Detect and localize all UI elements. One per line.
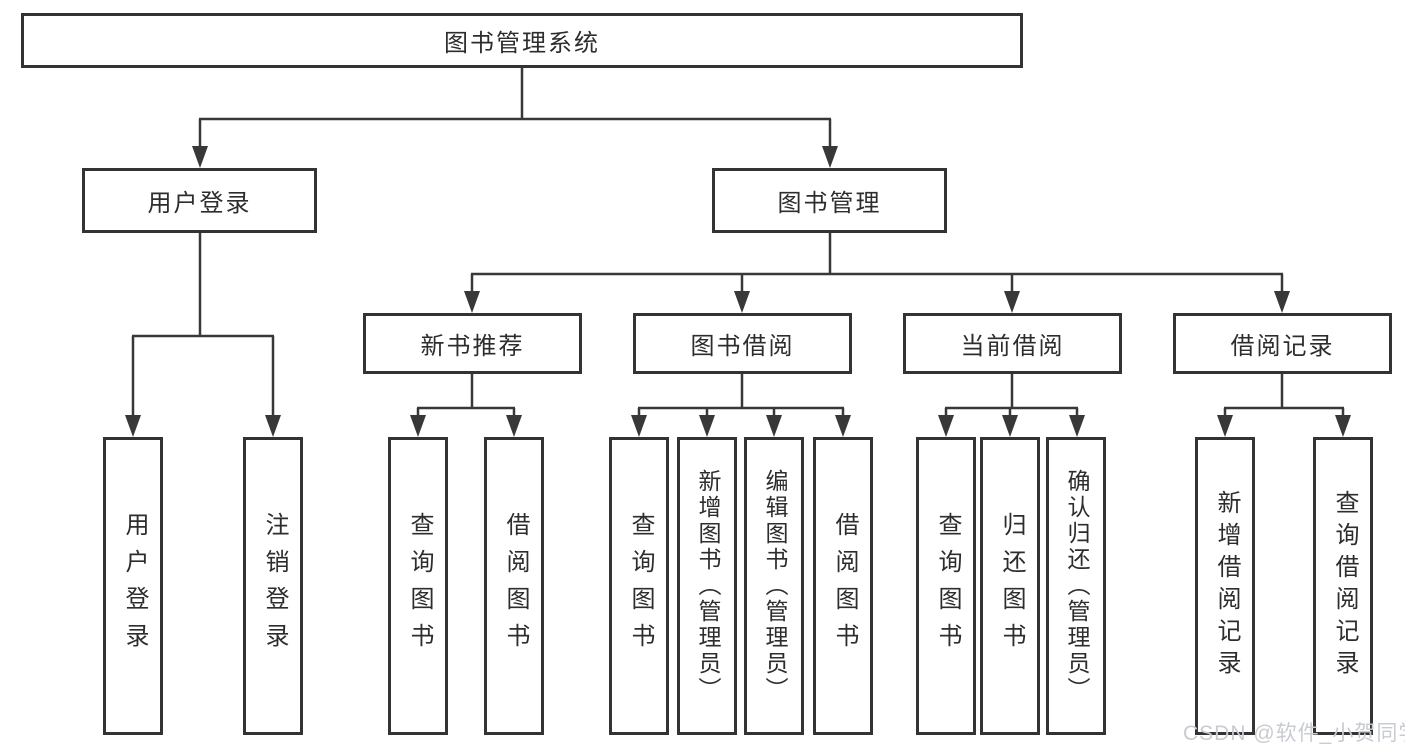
connector-root-level2 <box>198 68 832 150</box>
leaf-add-book-admin: 新增图书（管理员） <box>677 437 737 735</box>
leaf-borrow-books-recommend: 借阅图书 <box>484 437 544 735</box>
node-current-borrowing: 当前借阅 <box>903 313 1122 374</box>
leaf-borrow-books-borrowing: 借阅图书 <box>813 437 873 735</box>
leaf-user-login: 用户登录 <box>103 437 163 735</box>
connector-recommend-leaves <box>416 374 516 420</box>
leaf-return-books: 归还图书 <box>980 437 1040 735</box>
connector-records-leaves <box>1223 374 1345 420</box>
node-user-login: 用户登录 <box>82 168 317 233</box>
connector-book-mgmt-level3 <box>470 233 1284 296</box>
node-book-management: 图书管理 <box>712 168 947 233</box>
watermark-text: CSDN @软件_小贺同学 <box>1183 722 1405 745</box>
connector-borrowing-leaves <box>637 374 845 420</box>
leaf-query-books-recommend: 查询图书 <box>388 437 448 735</box>
leaf-logout: 注销登录 <box>243 437 303 735</box>
node-library-management-system: 图书管理系统 <box>21 13 1023 68</box>
node-book-borrowing: 图书借阅 <box>633 313 852 374</box>
node-borrowing-records: 借阅记录 <box>1173 313 1392 374</box>
leaf-query-borrow-record: 查询借阅记录 <box>1313 437 1373 735</box>
connector-user-login-leaves <box>131 233 275 420</box>
leaf-confirm-return-admin: 确认归还（管理员） <box>1046 437 1106 735</box>
node-new-book-recommendation: 新书推荐 <box>363 313 582 374</box>
leaf-edit-book-admin: 编辑图书（管理员） <box>744 437 804 735</box>
connector-current-leaves <box>944 374 1079 420</box>
leaf-query-books-borrowing: 查询图书 <box>609 437 669 735</box>
leaf-query-books-current: 查询图书 <box>916 437 976 735</box>
leaf-add-borrow-record: 新增借阅记录 <box>1195 437 1255 735</box>
